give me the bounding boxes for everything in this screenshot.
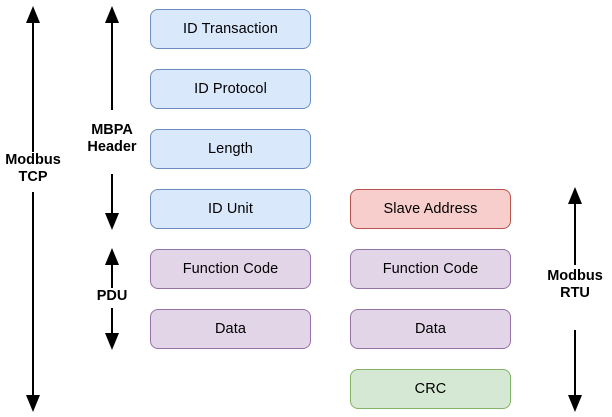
bracket-label-modbus-tcp: Modbus TCP bbox=[5, 152, 61, 186]
field-box-rtu-function-code[interactable]: Function Code bbox=[350, 249, 511, 289]
field-box-slave-address[interactable]: Slave Address bbox=[350, 189, 511, 229]
bracket-label-pdu: PDU bbox=[96, 288, 128, 304]
field-label: Slave Address bbox=[383, 200, 478, 217]
field-box-length[interactable]: Length bbox=[150, 129, 311, 169]
field-label: ID Protocol bbox=[194, 80, 267, 97]
field-box-id-transaction[interactable]: ID Transaction bbox=[150, 9, 311, 49]
field-label: ID Transaction bbox=[183, 20, 278, 37]
field-label: Data bbox=[214, 320, 247, 337]
modbus-tcp-span-arrow-down bbox=[26, 192, 40, 412]
modbus-rtu-arrow-down bbox=[568, 330, 582, 412]
mbpa-header-arrow-down bbox=[105, 174, 119, 230]
field-label: Length bbox=[208, 140, 253, 157]
field-box-id-unit[interactable]: ID Unit bbox=[150, 189, 311, 229]
bracket-label-modbus-rtu: Modbus RTU bbox=[547, 268, 603, 302]
bracket-label-mbpa-header: MBPA Header bbox=[87, 122, 137, 156]
field-box-tcp-function-code[interactable]: Function Code bbox=[150, 249, 311, 289]
field-label: Function Code bbox=[182, 260, 279, 277]
pdu-arrow-down bbox=[105, 308, 119, 350]
field-label: Data bbox=[414, 320, 447, 337]
modbus-rtu-arrow-up bbox=[568, 187, 582, 265]
field-box-rtu-data[interactable]: Data bbox=[350, 309, 511, 349]
mbpa-header-arrow-up bbox=[105, 6, 119, 110]
field-box-id-protocol[interactable]: ID Protocol bbox=[150, 69, 311, 109]
pdu-arrow-up bbox=[105, 248, 119, 288]
field-box-crc[interactable]: CRC bbox=[350, 369, 511, 409]
field-label: Function Code bbox=[382, 260, 479, 277]
field-label: CRC bbox=[414, 380, 447, 397]
field-box-tcp-data[interactable]: Data bbox=[150, 309, 311, 349]
modbus-tcp-span-arrow-up bbox=[26, 6, 40, 152]
field-label: ID Unit bbox=[207, 200, 253, 217]
